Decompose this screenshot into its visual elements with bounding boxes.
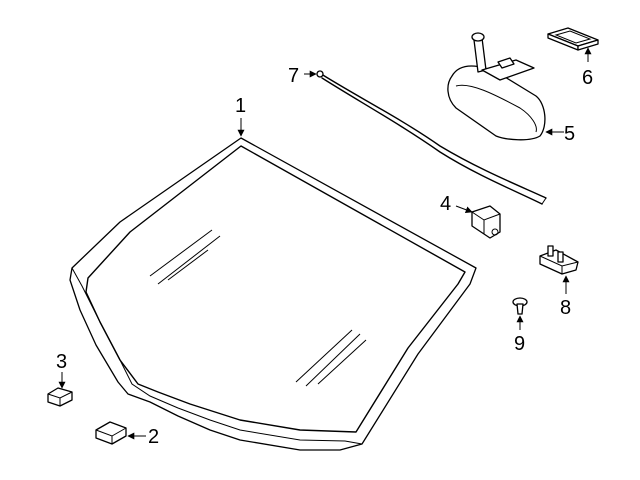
part-4-bracket[interactable] <box>471 205 501 239</box>
windshield-glass[interactable] <box>69 137 477 451</box>
part-8-clip[interactable] <box>539 245 579 275</box>
part-7-molding-strip[interactable] <box>316 70 547 205</box>
callout-3: 3 <box>56 351 67 373</box>
callout-4: 4 <box>440 193 451 215</box>
callout-6: 6 <box>582 67 593 89</box>
part-9-pin[interactable] <box>512 297 528 315</box>
callout-7: 7 <box>288 65 299 87</box>
part-3-pad[interactable] <box>47 387 73 407</box>
part-2-clip[interactable] <box>95 421 127 445</box>
callout-2: 2 <box>148 426 159 448</box>
callout-8: 8 <box>560 297 571 319</box>
part-5-rearview-mirror[interactable] <box>447 32 546 141</box>
part-6-cover[interactable] <box>547 27 599 51</box>
leader-lines <box>58 47 592 440</box>
callout-5: 5 <box>564 123 575 145</box>
callout-1: 1 <box>235 95 246 117</box>
callout-9: 9 <box>514 333 525 355</box>
